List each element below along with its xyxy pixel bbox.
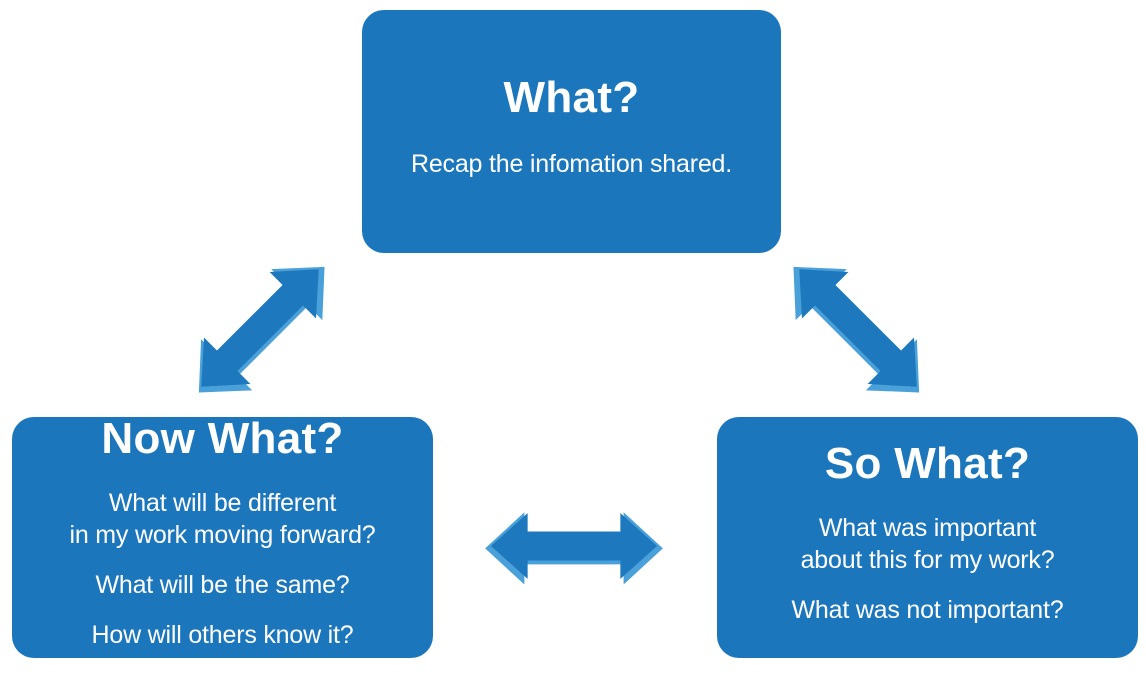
so-what-line-2: about this for my work? <box>800 545 1055 574</box>
now-what-line-1: What will be different <box>108 488 337 517</box>
double-arrow-now-what-so-what-icon <box>485 512 663 585</box>
double-arrow-what-now-what-icon <box>198 266 325 393</box>
now-what-box-text-2: What will be the same? <box>95 569 349 601</box>
what-box-text: Recap the infomation shared. <box>411 148 732 180</box>
what-box-title: What? <box>503 73 640 123</box>
so-what-box: So What? What was important about this f… <box>717 417 1138 658</box>
so-what-box-text-2: What was not important? <box>792 594 1064 626</box>
now-what-box-title: Now What? <box>101 414 344 464</box>
what-box: What? Recap the infomation shared. <box>362 10 781 253</box>
now-what-line-2: in my work moving forward? <box>69 520 376 549</box>
so-what-line-1: What was important <box>818 513 1037 542</box>
so-what-box-title: So What? <box>824 439 1031 489</box>
now-what-line-3: What will be the same? <box>95 570 350 599</box>
what-box-line: Recap the infomation shared. <box>411 149 732 178</box>
now-what-box-text-3: How will others know it? <box>92 619 354 651</box>
double-arrow-what-so-what-icon <box>793 266 920 393</box>
now-what-box: Now What? What will be different in my w… <box>12 414 433 658</box>
now-what-line-4: How will others know it? <box>91 620 354 649</box>
so-what-line-3: What was not important? <box>791 595 1064 624</box>
now-what-box-text-1: What will be different in my work moving… <box>69 487 375 551</box>
so-what-box-text-1: What was important about this for my wor… <box>801 512 1055 576</box>
